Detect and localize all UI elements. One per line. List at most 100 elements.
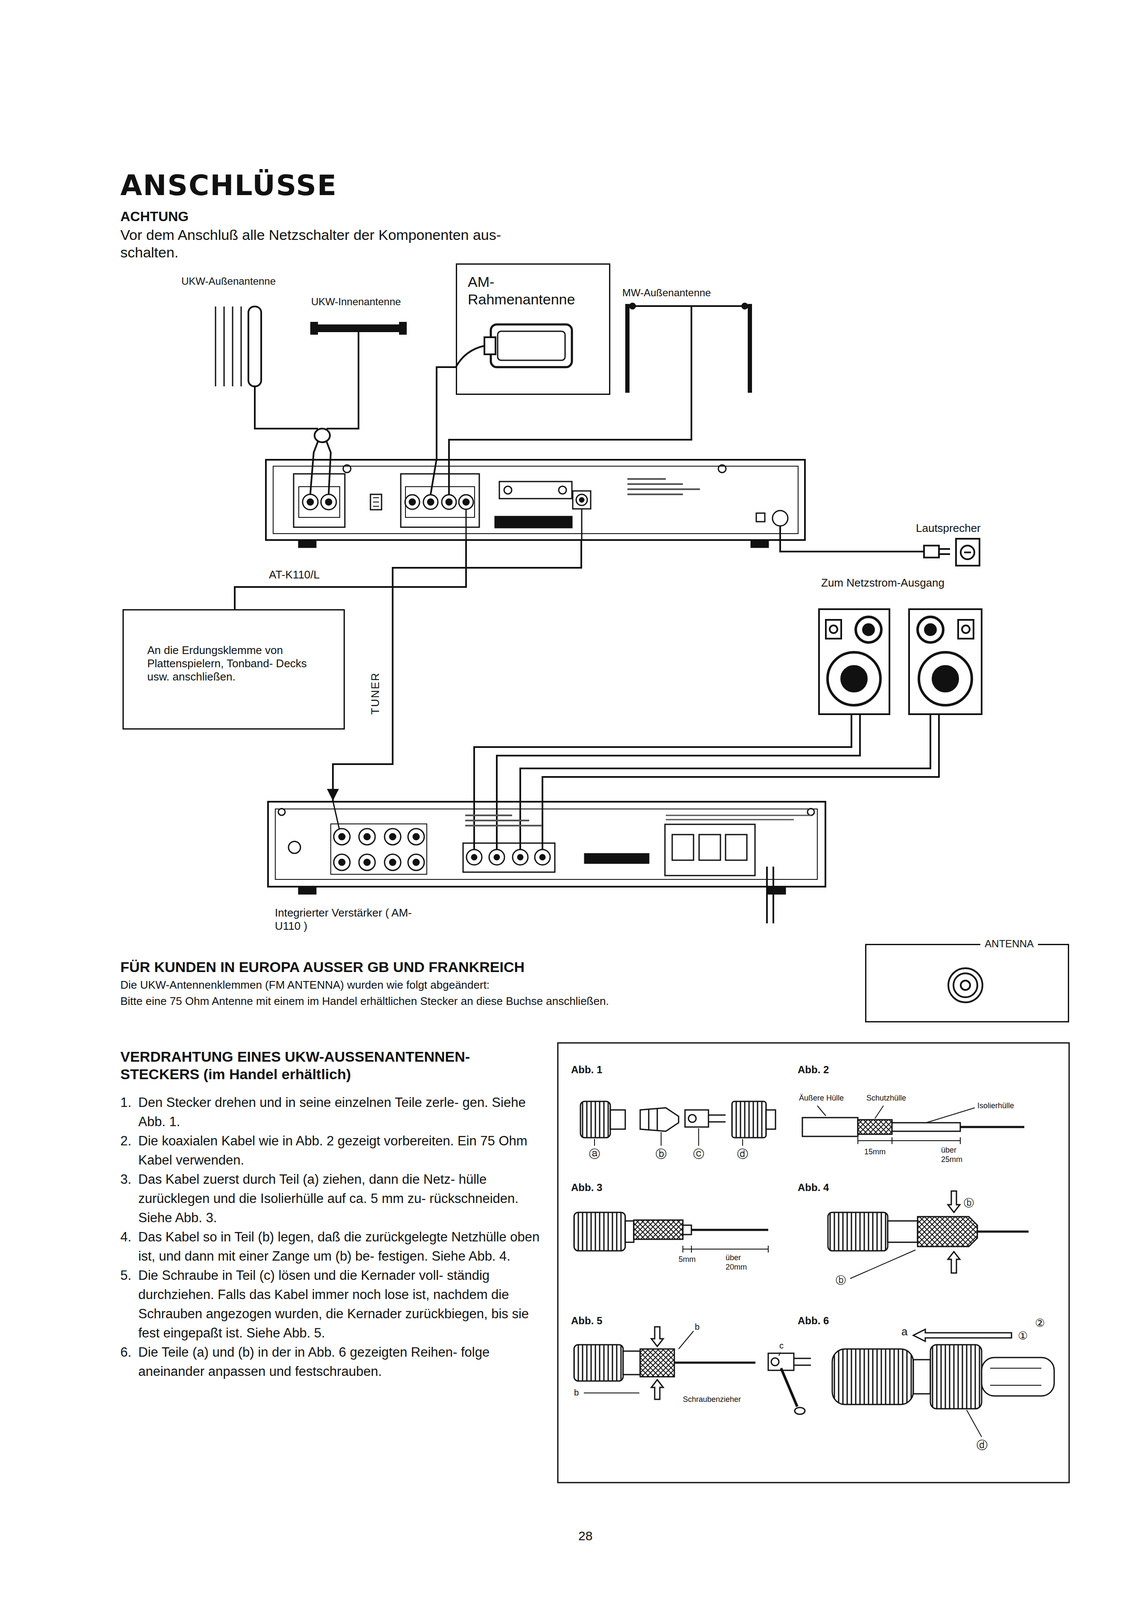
dimension: über 25mm <box>941 1145 971 1164</box>
label-holder: Abb. 2 <box>797 1063 829 1076</box>
figure-number: Abb. 2 <box>797 1063 829 1076</box>
label-holder: Zum Netzstrom-Ausgang <box>821 576 945 590</box>
label-holder: b <box>694 1321 700 1332</box>
tuner-rear-panel <box>405 494 420 510</box>
part-letter: b <box>574 1387 579 1398</box>
label-holder: ① <box>1017 1329 1028 1343</box>
mw-outdoor-antenna <box>448 303 750 495</box>
loudspeaker <box>917 616 944 643</box>
tuner-rear-panel <box>441 494 457 510</box>
tuner-rear-panel <box>495 516 572 528</box>
tuner-rear-panel <box>307 498 314 505</box>
screw-figure <box>583 1392 640 1394</box>
fm-outdoor-antenna <box>215 306 242 387</box>
section-heading: VERDRAHTUNG EINES UKW-AUSSENANTENNEN- ST… <box>120 1047 548 1083</box>
plug-parts-figure <box>594 1128 743 1146</box>
cable <box>234 540 467 610</box>
label-holder: Äußere Hülle <box>798 1093 844 1103</box>
loudspeaker <box>958 619 974 639</box>
amplifier-rear-panel <box>517 854 523 860</box>
page-title: ANSCHLÜSSE <box>120 168 338 203</box>
page-number: 28 <box>578 1527 593 1544</box>
tuner-rear-panel <box>325 498 332 505</box>
tuner-rear-panel <box>504 486 512 494</box>
amplifier-rear-panel <box>358 854 376 871</box>
plug-parts-figure <box>688 1114 697 1123</box>
step-text: Das Kabel so in Teil (b) legen, daß die … <box>138 1227 541 1266</box>
tuner-rear-panel <box>572 490 591 509</box>
amplifier-rear-panel <box>408 828 425 845</box>
cable-prep-figure <box>574 1212 626 1251</box>
assembly-figure <box>966 1409 982 1437</box>
tuner-rear-panel <box>370 494 382 510</box>
antenna-jack <box>960 980 971 990</box>
power-plug <box>960 545 975 560</box>
speaker-wire <box>542 714 939 850</box>
amplifier-rear-panel <box>465 815 543 826</box>
label-holder: ⓑ <box>655 1147 667 1161</box>
tuner-rear-panel <box>445 498 452 505</box>
tuner-rear-panel <box>298 540 316 548</box>
tuner-rear-panel <box>400 473 480 528</box>
screw-figure <box>678 1330 781 1356</box>
step-text: Die Schraube in Teil (c) lösen und die K… <box>138 1265 541 1343</box>
note-text: Bitte eine 75 Ohm Antenne mit einem im H… <box>120 994 610 1008</box>
part-letter: a <box>901 1324 908 1338</box>
tuner-rear-panel <box>463 498 470 505</box>
loudspeaker <box>924 623 936 636</box>
loudspeaker <box>829 625 838 633</box>
power-plug <box>938 548 951 554</box>
label-holder: ⓒ <box>693 1147 705 1161</box>
label-holder: b <box>574 1387 579 1398</box>
label-holder: ANTENNA <box>980 937 1038 951</box>
label-holder: c <box>779 1340 784 1351</box>
amplifier-rear-panel <box>725 834 747 860</box>
cable-figure <box>802 1105 1025 1144</box>
tuner-rear-panel <box>320 494 337 510</box>
step-row: 1.Den Stecker drehen und in seine einzel… <box>120 1092 541 1131</box>
tuner-rear-panel <box>627 478 700 495</box>
screw-figure <box>781 1367 798 1407</box>
am-loop-antenna <box>497 331 566 361</box>
loudspeaker <box>819 609 890 715</box>
amplifier-rear-panel <box>584 853 649 863</box>
assembly-figure <box>930 1344 982 1409</box>
amplifier-rear-panel <box>298 887 316 894</box>
part-name: Schutzhülle <box>866 1093 907 1103</box>
step-number: 1. <box>120 1092 139 1112</box>
cable-figure <box>857 1119 892 1134</box>
assembly-figure <box>913 1359 931 1394</box>
amplifier-rear-panel <box>275 800 818 924</box>
amplifier-rear-panel <box>413 859 420 866</box>
label-holder: Abb. 5 <box>571 1314 603 1327</box>
label-holder: MW-Außenantenne <box>622 286 712 300</box>
amplifier-rear-panel <box>471 854 477 860</box>
assembly-figure <box>913 1329 1012 1341</box>
label-holder: Abb. 3 <box>571 1181 603 1194</box>
label-holder: über 20mm <box>725 1253 756 1272</box>
assembly-figure <box>832 1329 1055 1437</box>
amplifier-rear-panel <box>338 833 345 840</box>
loudspeaker <box>841 665 867 692</box>
dimension: 5mm <box>678 1254 696 1265</box>
tool-name: Schraubenzieher <box>682 1394 741 1405</box>
label-holder: Bitte eine 75 Ohm Antenne mit einem im H… <box>120 994 610 1008</box>
step-list: 1.Den Stecker drehen und in seine einzel… <box>120 1092 541 1381</box>
plug-parts-figure <box>685 1109 709 1127</box>
fm-indoor-antenna <box>326 331 359 429</box>
part-letter: ⓑ <box>655 1147 667 1161</box>
label-holder: 5mm <box>678 1254 696 1265</box>
amplifier-rear-panel <box>534 849 551 865</box>
label-holder: ② <box>1034 1316 1045 1330</box>
amplifier-rear-panel <box>358 828 376 845</box>
label-holder: UKW-Innenantenne <box>311 295 401 309</box>
tuner-rear-panel <box>558 486 567 494</box>
crimp-figure <box>947 1190 960 1213</box>
device-label: Zum Netzstrom-Ausgang <box>821 576 945 590</box>
step-number: 2. <box>120 1131 139 1151</box>
amplifier-rear-panel <box>512 849 528 865</box>
figure-number: Abb. 1 <box>571 1063 603 1076</box>
crimp-figure <box>977 1230 1029 1233</box>
